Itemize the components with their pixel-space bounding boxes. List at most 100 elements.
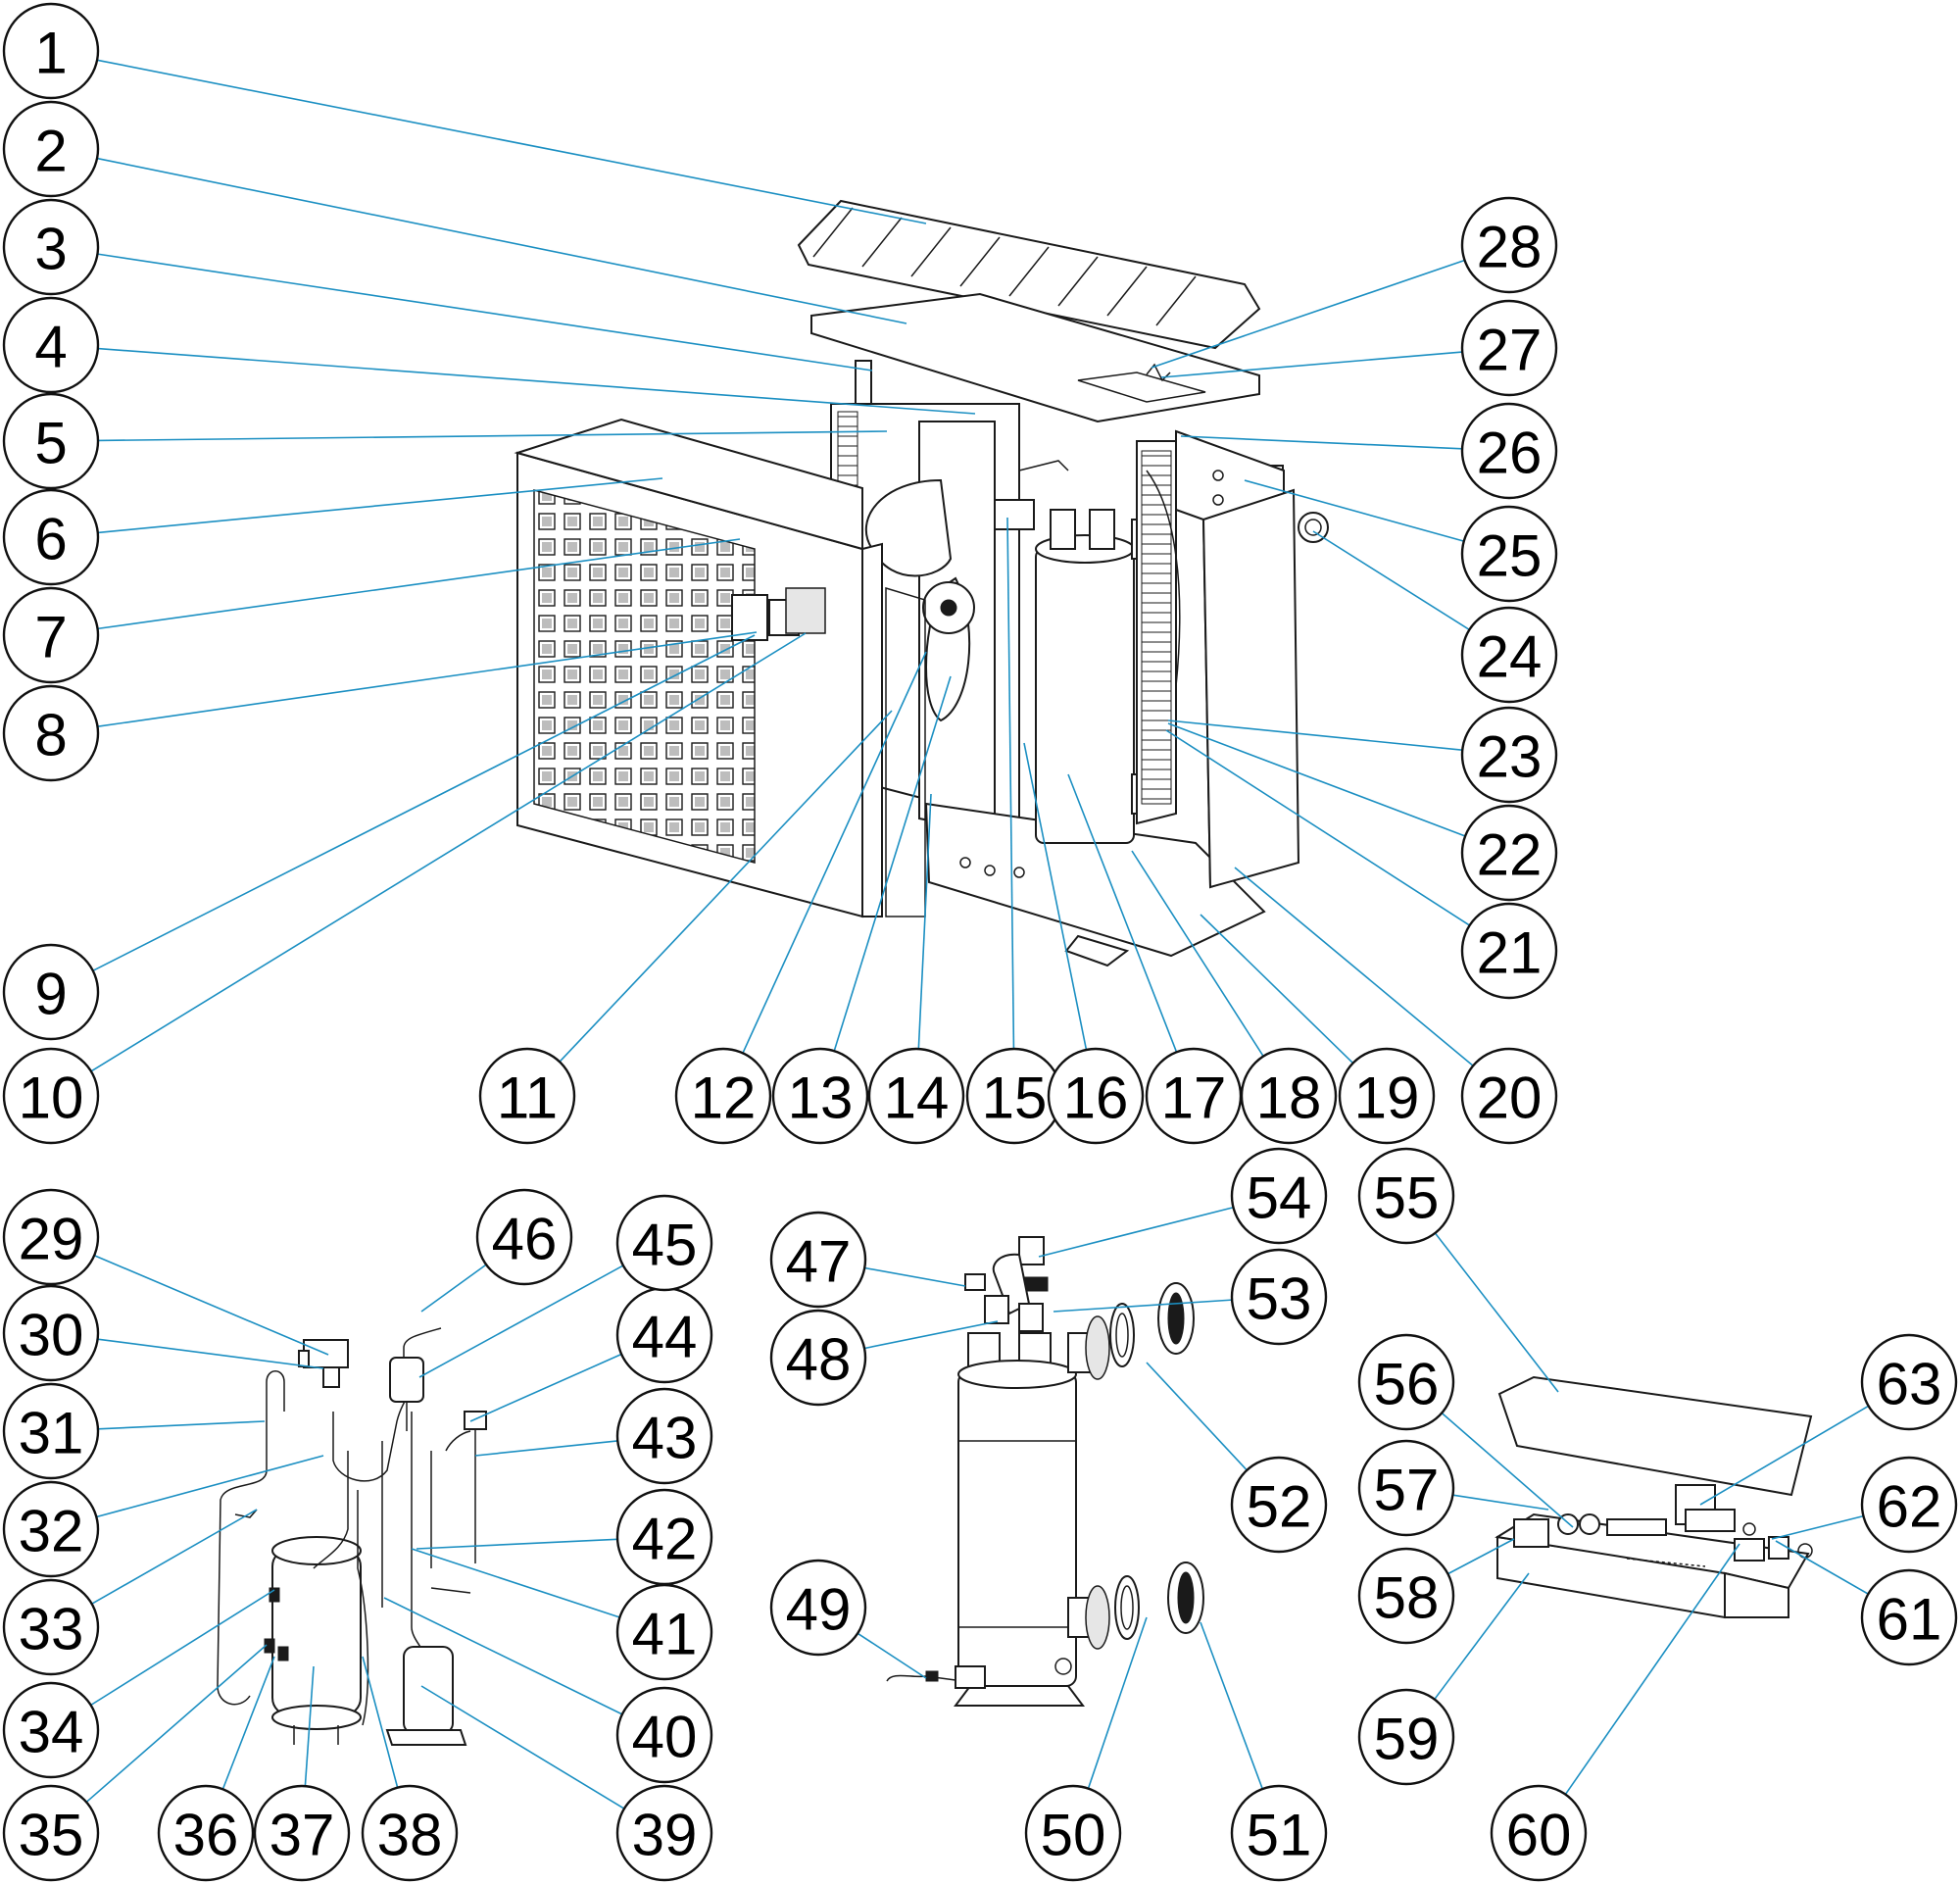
- leader-line-3: [97, 253, 873, 372]
- callout-circle: [615, 1488, 713, 1586]
- callout-2: 2: [2, 100, 100, 198]
- callout-circle: [2, 1578, 100, 1676]
- callout-circle: [615, 1387, 713, 1485]
- callout-58: 58: [1357, 1547, 1455, 1645]
- callout-circle: [253, 1784, 351, 1882]
- callout-circle: [1047, 1047, 1145, 1145]
- callout-number: 49: [786, 1577, 852, 1643]
- callout-circle: [1024, 1784, 1122, 1882]
- callout-number: 19: [1354, 1066, 1420, 1131]
- leader-line-63: [1699, 1405, 1870, 1506]
- top-cover-part: [797, 199, 1261, 350]
- callout-24: 24: [1460, 606, 1558, 704]
- leader-line-52: [1146, 1362, 1248, 1471]
- callout-number: 7: [34, 605, 67, 670]
- callout-36: 36: [157, 1784, 255, 1882]
- callout-52: 52: [1230, 1456, 1328, 1554]
- leader-line-38: [362, 1656, 399, 1788]
- callout-number: 17: [1161, 1066, 1227, 1131]
- leader-line-11: [559, 710, 893, 1063]
- callout-circle: [771, 1047, 869, 1145]
- callout-6: 6: [2, 488, 100, 586]
- callout-circle: [478, 1047, 576, 1145]
- callout-number: 36: [173, 1803, 239, 1868]
- fan-blade-part: [864, 478, 975, 722]
- callout-number: 62: [1877, 1474, 1942, 1540]
- callout-number: 60: [1506, 1803, 1572, 1868]
- leader-line-49: [857, 1632, 927, 1679]
- callout-circle: [2, 943, 100, 1041]
- pressure-gauge-part: [1298, 512, 1329, 543]
- leader-line-36: [221, 1656, 275, 1790]
- callout-circle: [1460, 402, 1558, 500]
- callout-15: 15: [965, 1047, 1063, 1145]
- callout-circle: [2, 198, 100, 296]
- callout-number: 56: [1374, 1352, 1440, 1417]
- leader-line-60: [1564, 1543, 1740, 1796]
- leader-line-20: [1234, 867, 1474, 1066]
- callout-circle: [1460, 606, 1558, 704]
- callout-45: 45: [615, 1194, 713, 1292]
- callout-39: 39: [615, 1784, 713, 1882]
- callout-number: 25: [1477, 523, 1543, 589]
- callout-27: 27: [1460, 299, 1558, 397]
- callout-circle: [2, 1047, 100, 1145]
- capacitor-part: [994, 460, 1069, 530]
- leader-line-2: [96, 157, 907, 324]
- leader-line-42: [416, 1538, 618, 1550]
- callout-circle: [1357, 1688, 1455, 1786]
- callout-number: 41: [632, 1602, 698, 1667]
- callout-circle: [2, 2, 100, 100]
- callout-number: 39: [632, 1803, 698, 1868]
- callout-circle: [1230, 1784, 1328, 1882]
- callout-9: 9: [2, 943, 100, 1041]
- union-set-lower: [1085, 1562, 1204, 1650]
- leader-line-28: [1151, 259, 1465, 369]
- callout-circle: [1460, 299, 1558, 397]
- callout-circle: [2, 1784, 100, 1882]
- leader-line-10: [90, 632, 807, 1072]
- callout-number: 43: [632, 1406, 698, 1471]
- callout-circle: [615, 1784, 713, 1882]
- callout-34: 34: [2, 1681, 100, 1779]
- callout-number: 8: [34, 703, 67, 768]
- callout-51: 51: [1230, 1784, 1328, 1882]
- callout-circle: [1460, 505, 1558, 603]
- callout-circle: [361, 1784, 459, 1882]
- callout-4: 4: [2, 296, 100, 394]
- callout-48: 48: [769, 1309, 867, 1407]
- leader-line-23: [1167, 719, 1463, 751]
- callout-number: 15: [982, 1066, 1048, 1131]
- electric-box-part: [731, 587, 826, 641]
- callout-37: 37: [253, 1784, 351, 1882]
- callout-circle: [2, 1681, 100, 1779]
- temp-sensor-part: [886, 1665, 986, 1689]
- callout-42: 42: [615, 1488, 713, 1586]
- callout-number: 5: [34, 411, 67, 476]
- callout-circle: [1860, 1568, 1958, 1666]
- refrigerant-circuit-assembly: [217, 1327, 487, 1746]
- callout-13: 13: [771, 1047, 869, 1145]
- callout-circle: [2, 100, 100, 198]
- callout-circle: [1460, 706, 1558, 804]
- leader-line-15: [1006, 517, 1015, 1050]
- callout-35: 35: [2, 1784, 100, 1882]
- callout-1: 1: [2, 2, 100, 100]
- control-box-part: [1494, 1512, 1810, 1619]
- callout-circle: [1860, 1456, 1958, 1554]
- callout-number: 59: [1374, 1707, 1440, 1772]
- callout-number: 29: [19, 1207, 84, 1272]
- callout-circle: [615, 1686, 713, 1784]
- callout-number: 4: [34, 315, 67, 380]
- callout-number: 50: [1041, 1803, 1106, 1868]
- callout-number: 40: [632, 1705, 698, 1770]
- leader-line-14: [917, 793, 932, 1050]
- callout-14: 14: [867, 1047, 965, 1145]
- callout-33: 33: [2, 1578, 100, 1676]
- leader-line-43: [474, 1440, 618, 1457]
- leader-line-54: [1038, 1207, 1234, 1258]
- callout-number: 47: [786, 1229, 852, 1295]
- callout-number: 55: [1374, 1165, 1440, 1231]
- callout-3: 3: [2, 198, 100, 296]
- leader-line-21: [1165, 729, 1471, 926]
